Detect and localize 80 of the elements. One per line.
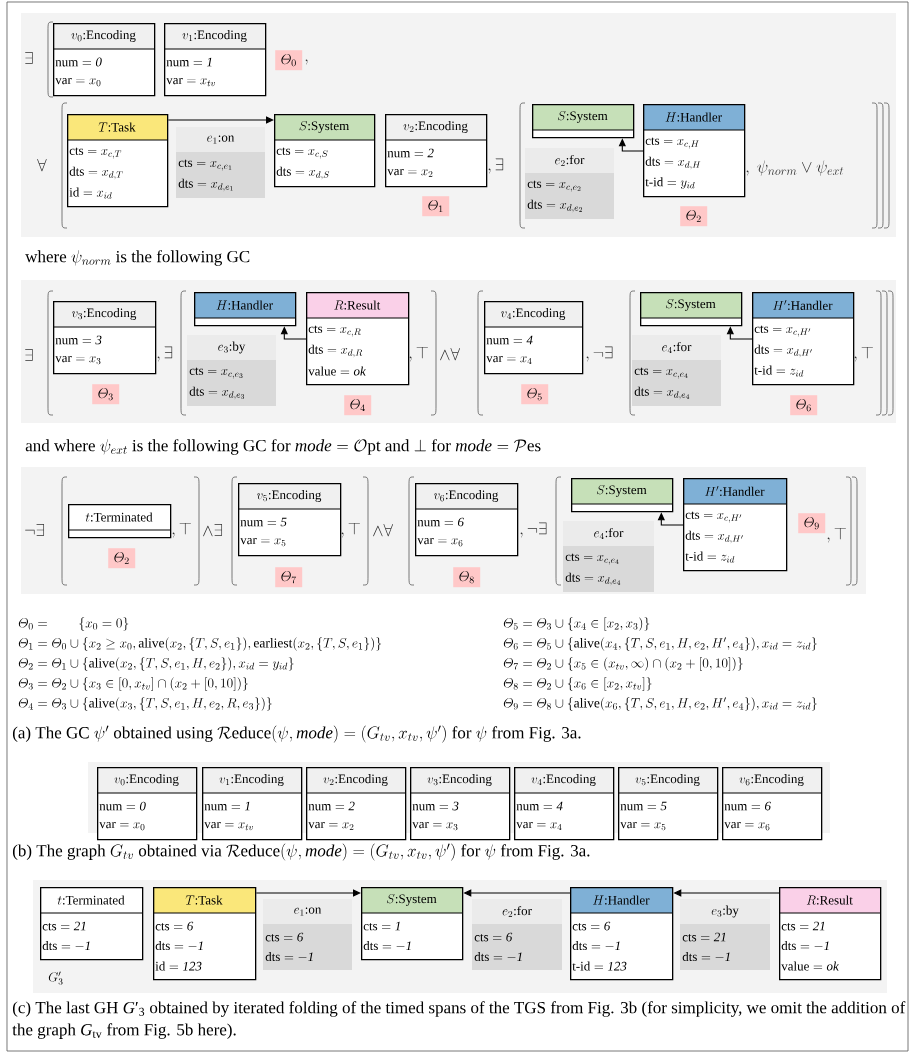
class-box: $v_5\text{:Encoding}$ $\text{num} = \mathit{5}$ $\text{var} = x_5$ <box>617 767 719 841</box>
class-box: $S\text{:System}$ $\text{cts} = \mathit{1}$ $\text{dts} = -\mathit{1}$ <box>360 887 464 961</box>
attribute-box: $e_3\text{:by}$ $\text{cts} = x_{c,e_3}$ $\text{dts} = x_{d,e_3}$ <box>187 335 276 406</box>
class-box: $v_6\text{:Encoding}$ $\text{num} = \mathit{6}$ $\text{var} = x_6$ <box>414 483 519 557</box>
attribute-box: $e_1\text{:on}$ $\text{cts} = \mathit{6}$ $\text{dts} = -\mathit{1}$ <box>263 899 352 970</box>
symbol: $\wedge\exists$ <box>203 524 223 537</box>
class-box: $v_6\text{:Encoding}$ $\text{num} = \mathit{6}$ $\text{var} = x_6$ <box>721 767 823 841</box>
class-box: $H'\text{:Handler}$ $\text{cts} = x_{c,H'}$ $\text{dts} = x_{d,H'}$ $\text{t-id} = z_{id}$ <box>682 478 788 572</box>
formula: $\varTheta_8 = \varTheta_2 \cup \{x_6 \in [x_2, x_{tv}]\}$ <box>503 677 652 691</box>
formula: $\varTheta_2 = \varTheta_1 \cup \{\mathrm{alive}(x_2, \{T, S, e_1, H, e_2\}), x_{id} = y_{id}\}$ <box>18 657 294 671</box>
class-box: $S\text{:System}$ $\text{cts} = x_{c,S}$ $\text{dts} = x_{d,S}$ <box>273 114 376 188</box>
symbol: $\exists$ <box>25 52 33 64</box>
class-box: $R\text{:Result}$ $\text{cts} = x_{c,R}$ $\text{dts} = x_{d,R}$ $\text{value} = \mathit{ok}$ <box>305 292 410 386</box>
theta-tag: $\varTheta_6$ <box>790 395 818 416</box>
class-box: $v_1\text{:Encoding}$ $\text{num} = \mathit{1}$ $\text{var} = x_{tv}$ <box>163 23 267 97</box>
symbol: $,\top$ <box>827 527 846 543</box>
class-box: $v_3\text{:Encoding}$ $\text{num} = \mathit{3}$ $\text{var} = x_3$ <box>52 301 157 375</box>
formula: $\varTheta_1 = \varTheta_0 \cup \{x_2 \geq x_0, \mathrm{alive}(x_2, \{T, S, e_1\}), \mathrm{earliest}(x_2, \{T, S, e_1\})\}$ <box>18 637 382 651</box>
formula: $\varTheta_0 = \qquad \{x_0 = 0\}$ <box>18 617 129 631</box>
arrow <box>167 116 274 124</box>
class-box: $S\text{:System}$ <box>531 104 635 139</box>
theta-tag: $\varTheta_7$ <box>275 567 303 588</box>
text-line: $\text{and where }\psi_{ext}\text{ is the following GC for }\mathit{mode} = \mathcal{O}\text{pt and }\bot\text{ for }\mathit{mode} = \mathcal{P}\text{es}$ <box>25 439 541 455</box>
formula: $\varTheta_3 = \varTheta_2 \cup \{x_3 \in [0, x_{tv}] \cap (x_2 + [0, 10])\}$ <box>18 677 248 691</box>
class-box: $v_0\text{:Encoding}$ $\text{num} = \mathit{0}$ $\text{var} = x_0$ <box>52 23 156 97</box>
attribute-box: $e_4\text{:for}$ $\text{cts} = x_{c,e_4}$ $\text{dts} = x_{d,e_4}$ <box>563 521 654 592</box>
formula: $\varTheta_4 = \varTheta_3 \cup \{\mathrm{alive}(x_3, \{T, S, e_1, H, e_2, R, e_3\})\}$ <box>18 697 272 711</box>
class-box: $T\text{:Task}$ $\text{cts} = x_{c,T}$ $\text{dts} = x_{d,T}$ $\text{id} = x_{id}$ <box>66 114 169 208</box>
attribute-box: $e_2\text{:for}$ $\text{cts} = \mathit{6}$ $\text{dts} = -\mathit{1}$ <box>472 899 562 970</box>
class-box: $v_2\text{:Encoding}$ $\text{num} = \mathit{2}$ $\text{var} = x_2$ <box>384 114 488 188</box>
theta-tag: $\varTheta_9$ <box>798 513 826 534</box>
symbol: $\exists$ <box>25 349 33 361</box>
formula: $\varTheta_7 = \varTheta_2 \cup \{x_5 \in (x_{tv}, \infty) \cap (x_2 + [0, 10])\}$ <box>503 657 743 671</box>
graph-label: $G'_3$ <box>48 971 63 985</box>
theta-tag: $\varTheta_3$ <box>92 384 120 405</box>
symbol: $,$ <box>305 59 308 65</box>
class-box: $v_4\text{:Encoding}$ $\text{num} = \mathit{4}$ $\text{var} = x_4$ <box>513 767 615 841</box>
symbol: $,\neg\exists$ <box>586 346 613 362</box>
class-box: $H'\text{:Handler}$ $\text{cts} = x_{c,H'}$ $\text{dts} = x_{d,H'}$ $\text{t-id} = z_{id}$ <box>751 292 855 386</box>
class-box: $v_1\text{:Encoding}$ $\text{num} = \mathit{1}$ $\text{var} = x_{tv}$ <box>201 767 303 841</box>
class-box: $v_5\text{:Encoding}$ $\text{num} = \mathit{5}$ $\text{var} = x_5$ <box>237 483 342 557</box>
theta-tag: $\varTheta_1$ <box>422 196 450 217</box>
class-box: $H\text{:Handler}$ <box>193 292 297 327</box>
caption: $\text{(a) The GC }\psi'\text{ obtained using }\mathcal{R}\text{educe}(\psi, \mathit{mode}) = (G_{tv}, x_{tv}, \psi')\text{ for }\psi\text{ from Fig. 3a.}$ <box>12 725 581 743</box>
class-box: $T\text{:Task}$ $\text{cts} = \mathit{6}$ $\text{dts} = -\mathit{1}$ $\text{id} = \mathit{123}$ <box>152 887 257 981</box>
formula: $\varTheta_5 = \varTheta_3 \cup \{x_4 \in [x_2, x_3)\}$ <box>503 617 650 631</box>
symbol: $\forall$ <box>37 159 47 172</box>
class-box: $R\text{:Result}$ $\text{cts} = \mathit{21}$ $\text{dts} = -\mathit{1}$ $\text{value} = \mathit{ok}$ <box>778 887 882 981</box>
class-box: $v_2\text{:Encoding}$ $\text{num} = \mathit{2}$ $\text{var} = x_2$ <box>305 767 407 841</box>
class-box: $v_4\text{:Encoding}$ $\text{num} = \mathit{4}$ $\text{var} = x_4$ <box>483 301 584 375</box>
class-box: $v_3\text{:Encoding}$ $\text{num} = \mathit{3}$ $\text{var} = x_3$ <box>409 767 511 841</box>
class-box: $t\text{:Terminated}$ $\text{cts} = \mathit{21}$ $\text{dts} = -\mathit{1}$ <box>39 887 144 961</box>
theta-tag: $\varTheta_4$ <box>344 395 372 416</box>
theta-tag: $\varTheta_0$ <box>275 50 303 71</box>
attribute-box: $e_2\text{:for}$ $\text{cts} = x_{c,e_2}$ $\text{dts} = x_{d,e_2}$ <box>525 148 614 219</box>
class-box: $t\text{:Terminated}$ <box>67 504 172 539</box>
symbol: $\neg\exists$ <box>25 524 44 536</box>
symbol: $,\exists$ <box>157 346 173 362</box>
theta-tag: $\varTheta_2$ <box>680 206 708 227</box>
caption: (c) The last GH G′$_{3}$ obtained by iterated folding of the timed spans of the TGS from Fig. 3b (for simplicity, we omit the addition of the graph G$_{tv}$ from Fig. 5b here). <box>12 1001 906 1039</box>
formula: $\varTheta_9 = \varTheta_8 \cup \{\mathrm{alive}(x_6, \{T, S, e_1, H, e_2, H', e_4\}), x_{id} = z_{id}\}$ <box>503 697 817 711</box>
formula: $\varTheta_6 = \varTheta_5 \cup \{\mathrm{alive}(x_4, \{T, S, e_1, H, e_2, H', e_4\}), x_{id} = z_{id}\}$ <box>503 637 817 651</box>
class-box: $S\text{:System}$ <box>639 292 743 327</box>
class-box: $v_0\text{:Encoding}$ $\text{num} = \mathit{0}$ $\text{var} = x_0$ <box>96 767 198 841</box>
caption: $\text{(b) The graph }G_{tv}\text{ obtained via }\mathcal{R}\text{educe}(\psi, \mathit{mode}) = (G_{tv}, x_{tv}, \psi')\text{ for }\psi\text{ from Fig. 3a.}$ <box>12 843 590 861</box>
class-box: $S\text{:System}$ <box>570 478 674 513</box>
attribute-box: $e_4\text{:for}$ $\text{cts} = x_{c,e_4}$ $\text{dts} = x_{d,e_4}$ <box>632 335 721 406</box>
attribute-box: $e_1\text{:on}$ $\text{cts} = x_{c,e_1}$ $\text{dts} = x_{d,e_1}$ <box>176 127 265 198</box>
symbol: $,\neg\exists$ <box>520 522 547 538</box>
symbol: $,\exists$ <box>488 158 504 174</box>
theta-tag: $\varTheta_5$ <box>521 384 549 405</box>
symbol: $\wedge\forall$ <box>373 524 393 537</box>
class-box: $H\text{:Handler}$ $\text{cts} = \mathit{6}$ $\text{dts} = -\mathit{1}$ $\text{t-id} = \mathit{123}$ <box>569 887 674 981</box>
theta-tag: $\varTheta_8$ <box>453 567 481 588</box>
class-box: $H\text{:Handler}$ $\text{cts} = x_{c,H}$ $\text{dts} = x_{d,H}$ $\text{t-id} = y_{id}$ <box>642 104 746 198</box>
symbol: $\wedge\forall$ <box>440 348 460 361</box>
theta-tag: $\varTheta_2$ <box>108 548 136 569</box>
attribute-box: $e_3\text{:by}$ $\text{cts} = \mathit{21}$ $\text{dts} = -\mathit{1}$ <box>680 899 770 970</box>
text-line: $\text{where }\psi_{norm}\text{ is the following GC}$ <box>25 250 250 266</box>
arrow <box>255 889 361 897</box>
